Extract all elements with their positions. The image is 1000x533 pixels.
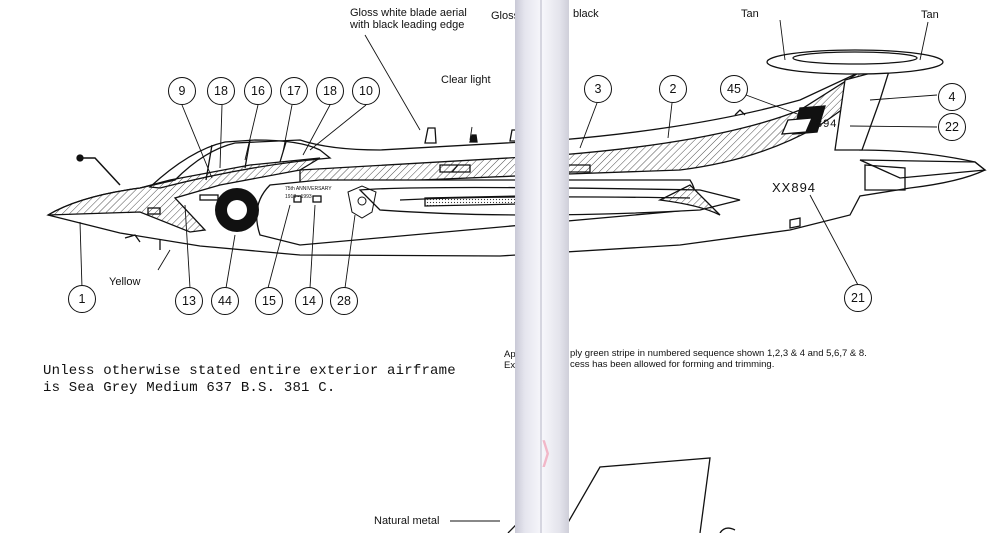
stripe-note-right-2: cess has been allowed for forming and tr… xyxy=(570,359,775,370)
svg-text:75th ANNIVERSARY: 75th ANNIVERSARY xyxy=(285,186,332,192)
stripe-note-right-1: ply green stripe in numbered sequence sh… xyxy=(570,348,867,359)
wing-walkway xyxy=(424,195,521,207)
callout-4: 4 xyxy=(938,83,966,111)
natural-metal-label: Natural metal xyxy=(374,515,440,527)
stripe-note-left-1: Ap xyxy=(504,349,516,360)
airframe-colour-note: Unless otherwise stated entire exterior … xyxy=(43,363,456,397)
aerial-label: Gloss white blade aerial with black lead… xyxy=(350,7,467,31)
airframe-note-line-2: is Sea Grey Medium 637 B.S. 381 C. xyxy=(43,380,336,396)
gutter-fold-line xyxy=(540,0,542,533)
clear-light-label: Clear light xyxy=(441,74,491,86)
callout-13: 13 xyxy=(175,287,203,315)
tan-right-label: Tan xyxy=(921,9,939,21)
pink-mark: ⟩ xyxy=(540,437,552,470)
tail-code: 894 xyxy=(816,118,838,130)
black-label: black xyxy=(573,8,599,20)
callout-15: 15 xyxy=(255,287,283,315)
page-binding-gutter xyxy=(515,0,569,533)
tan-left-label: Tan xyxy=(741,8,759,20)
roundel-icon xyxy=(215,188,259,232)
squadron-badge-icon xyxy=(347,185,377,219)
callout-18-a: 18 xyxy=(207,77,235,105)
yellow-label: Yellow xyxy=(109,276,141,288)
callout-9: 9 xyxy=(168,77,196,105)
callout-22: 22 xyxy=(938,113,966,141)
callout-10: 10 xyxy=(352,77,380,105)
callout-2: 2 xyxy=(659,75,687,103)
serial-number: XX894 xyxy=(772,180,817,195)
stripe-note-left-2: Ex xyxy=(504,360,516,371)
callout-17: 17 xyxy=(280,77,308,105)
callout-14: 14 xyxy=(295,287,323,315)
leader-lines xyxy=(79,19,938,522)
svg-text:1918 - 1993: 1918 - 1993 xyxy=(285,194,312,200)
callout-3: 3 xyxy=(584,75,612,103)
gloss-label: Gloss xyxy=(491,10,520,22)
callout-45: 45 xyxy=(720,75,748,103)
jet-exhaust xyxy=(657,184,721,216)
fin-top-fairing xyxy=(766,49,944,75)
callout-21: 21 xyxy=(844,284,872,312)
airframe-note-line-1: Unless otherwise stated entire exterior … xyxy=(43,363,456,379)
callout-28: 28 xyxy=(330,287,358,315)
callout-44: 44 xyxy=(211,287,239,315)
callout-1: 1 xyxy=(68,285,96,313)
callout-16: 16 xyxy=(244,77,272,105)
callout-18-b: 18 xyxy=(316,77,344,105)
tailplane xyxy=(859,159,987,179)
